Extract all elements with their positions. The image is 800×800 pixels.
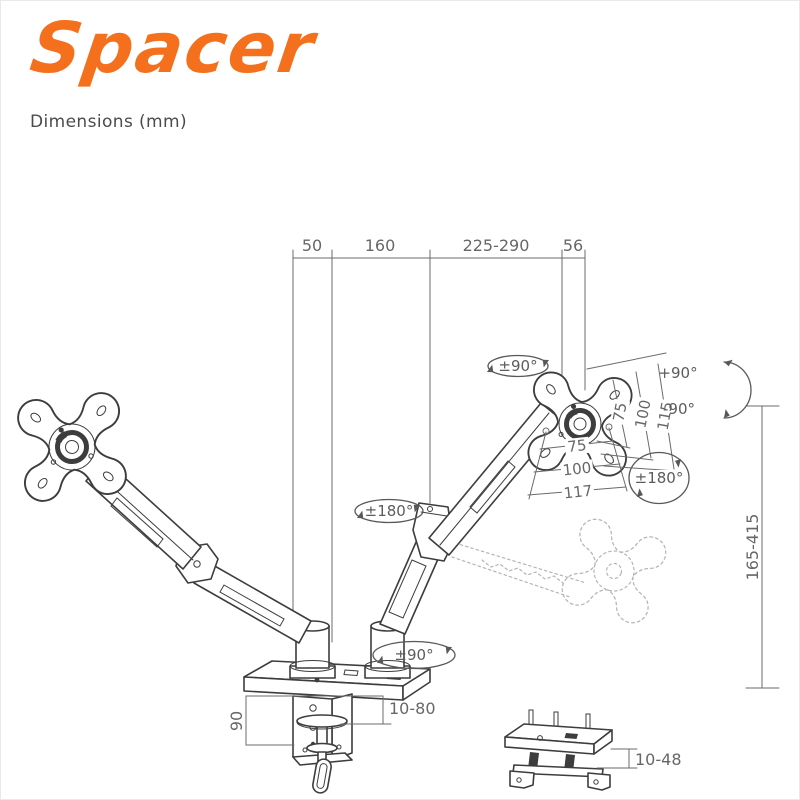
dim-label-90: 90 (227, 711, 246, 731)
dim-label-vesa-v-75: 75 (609, 401, 630, 423)
dimension-vesa-vertical: 75 100 115 (586, 352, 677, 472)
dim-label-56: 56 (563, 236, 583, 255)
rotation-annotations: ±90° +90° -90° ±180° (354, 354, 752, 670)
desk-clamp (292, 693, 353, 794)
dim-label-160: 160 (365, 236, 396, 255)
base-swivel-arrow: ±90° (372, 640, 456, 670)
dimension-height-range: 165-415 (743, 405, 780, 689)
rot-label-mid-pm180: ±180° (365, 502, 414, 520)
arm-rotation-arrow: ±180° (354, 498, 424, 524)
clamp-handle (312, 758, 332, 794)
dim-label-165-415: 165-415 (743, 514, 762, 581)
rot-label-plus90: +90° (658, 364, 697, 382)
right-vesa-plate (526, 370, 634, 478)
grommet-mount (504, 709, 613, 791)
dimension-grommet: 10-48 (596, 748, 682, 769)
rot-label-top-pm90: ±90° (498, 357, 537, 375)
head-swivel-arrow: ±90° (485, 354, 551, 378)
dim-label-50: 50 (302, 236, 322, 255)
phantom-arm-position (451, 514, 671, 628)
left-arm-assembly (15, 390, 336, 679)
dim-label-225-290: 225-290 (463, 236, 530, 255)
dimension-vesa-horizontal: 75 100 117 (527, 423, 628, 503)
dim-label-10-80: 10-80 (389, 699, 436, 718)
dim-label-10-48: 10-48 (635, 750, 682, 769)
rot-label-right-pm180: ±180° (635, 469, 684, 487)
dim-label-vesa-h-100: 100 (562, 459, 592, 480)
screen-rotation-arrow: ±180° (628, 451, 690, 505)
rot-label-minus90: -90° (663, 400, 695, 418)
dim-label-vesa-v-115: 115 (654, 400, 677, 431)
left-vesa-plate (15, 390, 129, 504)
page-subtitle: Dimensions (mm) (30, 112, 188, 132)
dim-label-vesa-v-100: 100 (631, 398, 654, 430)
tilt-arrow: +90° -90° (658, 359, 752, 420)
dimension-clamp: 90 10-80 (227, 695, 436, 746)
rot-label-bottom-pm90: ±90° (394, 646, 433, 664)
phantom-vesa-plate (557, 514, 671, 628)
dim-label-vesa-h-117: 117 (563, 482, 593, 503)
dimension-top-chain: 50 160 225-290 56 (292, 236, 586, 643)
right-arm-assembly (364, 370, 634, 679)
dim-label-vesa-h-75: 75 (567, 436, 588, 456)
